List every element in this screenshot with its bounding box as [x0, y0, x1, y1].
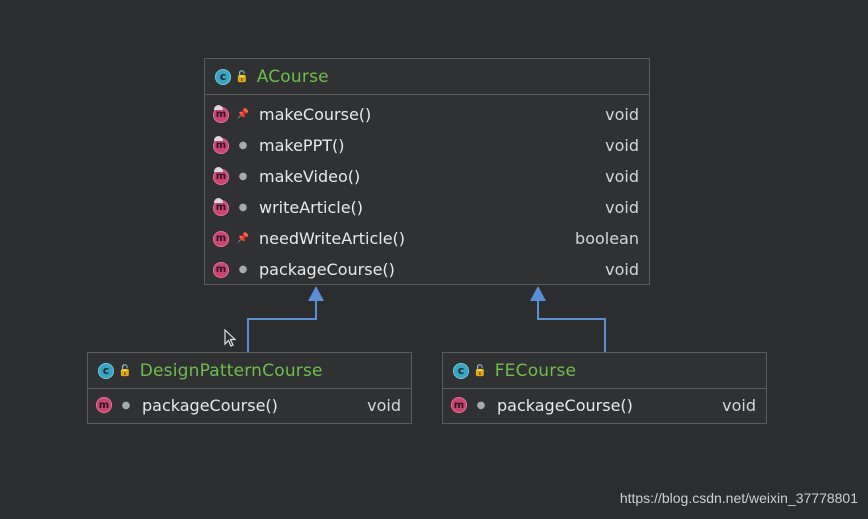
method-name: makeVideo()	[259, 167, 361, 186]
method-row[interactable]: m ● makeVideo() void	[205, 161, 649, 192]
method-row[interactable]: m 📌 needWriteArticle() boolean	[205, 223, 649, 254]
return-type: void	[605, 260, 639, 279]
return-type: void	[605, 136, 639, 155]
lock-icon: 🔓	[473, 364, 487, 377]
method-row[interactable]: m ● packageCourse() void	[443, 389, 766, 421]
class-name: ACourse	[256, 66, 329, 87]
method-icon: m	[451, 397, 467, 413]
method-row[interactable]: m 📌 makeCourse() void	[205, 99, 649, 130]
return-type: void	[605, 105, 639, 124]
dot-icon: ●	[238, 140, 248, 151]
return-type: void	[367, 395, 401, 415]
abstract-method-icon: m	[213, 166, 229, 185]
method-row[interactable]: m ● writeArticle() void	[205, 192, 649, 223]
class-icon: c	[215, 68, 231, 85]
return-type: void	[605, 198, 639, 217]
class-header: c 🔓 FECourse	[443, 353, 766, 389]
dot-icon: ●	[238, 264, 248, 275]
method-icon: m	[96, 397, 112, 413]
method-name: needWriteArticle()	[259, 229, 406, 248]
class-header: c 🔓 ACourse	[205, 59, 649, 95]
method-row[interactable]: m ● packageCourse() void	[88, 389, 411, 421]
mouse-cursor-icon	[224, 329, 237, 347]
return-type: void	[722, 395, 756, 415]
method-name: packageCourse()	[259, 260, 395, 279]
method-name: writeArticle()	[259, 198, 364, 217]
method-icon: m	[213, 261, 229, 278]
method-name: packageCourse()	[142, 395, 278, 415]
class-box-designpatterncourse[interactable]: c 🔓 DesignPatternCourse m ● packageCours…	[87, 352, 412, 424]
method-icon: m	[213, 230, 229, 247]
return-type: boolean	[575, 229, 639, 248]
return-type: void	[605, 167, 639, 186]
dot-icon: ●	[476, 399, 486, 411]
class-icon: c	[453, 362, 469, 379]
pin-icon: 📌	[236, 109, 250, 120]
inheritance-arrow-fecourse	[530, 286, 606, 352]
class-box-acourse[interactable]: c 🔓 ACourse m 📌 makeCourse() void m ● ma…	[204, 58, 650, 285]
method-row[interactable]: m ● packageCourse() void	[205, 254, 649, 285]
class-icon: c	[98, 362, 114, 379]
pin-icon: 📌	[236, 233, 250, 244]
method-name: packageCourse()	[497, 395, 633, 415]
abstract-method-icon: m	[213, 197, 229, 216]
lock-icon: 🔓	[118, 364, 132, 377]
lock-icon: 🔓	[235, 70, 249, 83]
method-row[interactable]: m ● makePPT() void	[205, 130, 649, 161]
class-name: DesignPatternCourse	[139, 360, 323, 381]
dot-icon: ●	[121, 399, 131, 411]
abstract-method-icon: m	[213, 104, 229, 123]
dot-icon: ●	[238, 171, 248, 182]
class-box-fecourse[interactable]: c 🔓 FECourse m ● packageCourse() void	[442, 352, 767, 424]
method-name: makePPT()	[259, 136, 345, 155]
abstract-method-icon: m	[213, 135, 229, 154]
class-name: FECourse	[494, 360, 577, 381]
watermark: https://blog.csdn.net/weixin_37778801	[619, 490, 858, 506]
inheritance-arrow-designpatterncourse	[247, 286, 324, 352]
class-header: c 🔓 DesignPatternCourse	[88, 353, 411, 389]
method-name: makeCourse()	[259, 105, 372, 124]
dot-icon: ●	[238, 202, 248, 213]
